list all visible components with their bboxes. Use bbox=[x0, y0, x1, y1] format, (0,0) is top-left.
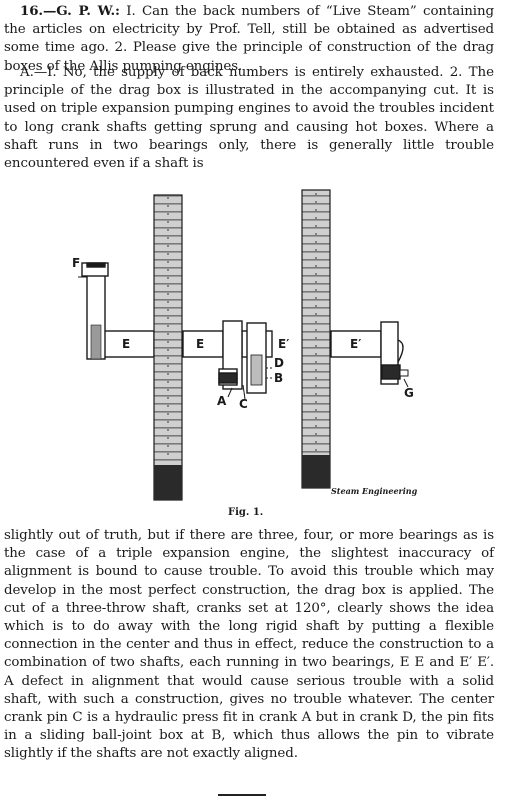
label-a: A bbox=[217, 394, 227, 408]
right-flywheel bbox=[301, 189, 331, 489]
label-c: C bbox=[239, 397, 248, 411]
label-f: F bbox=[72, 256, 80, 270]
drag-box-illustration: F E E E′ E′ D B A C G bbox=[72, 189, 414, 501]
end-rule bbox=[218, 794, 266, 796]
figure-credit: Steam Engineering bbox=[331, 486, 418, 496]
crank-g bbox=[380, 321, 409, 385]
answer-paragraph: A.—I. No, the supply of back numbers is … bbox=[4, 65, 494, 172]
label-e-prime-inner: E′ bbox=[278, 337, 289, 351]
question-paragraph: 16.—G. P. W.: I. Can the back numbers of… bbox=[4, 2, 494, 76]
left-flywheel bbox=[153, 194, 183, 501]
crank-f bbox=[78, 262, 109, 360]
crank-d bbox=[246, 322, 274, 394]
crank-a bbox=[218, 320, 243, 390]
label-g: G bbox=[404, 386, 414, 400]
label-b: B bbox=[274, 371, 283, 385]
label-d: D bbox=[274, 356, 284, 370]
leader-lines bbox=[227, 378, 409, 400]
label-e-inner: E bbox=[196, 337, 204, 351]
drag-box-figure: F E E E′ E′ D B A C G Steam Engineering … bbox=[58, 185, 428, 525]
question-text: I. Can the back numbers of “Live Steam” … bbox=[4, 4, 494, 74]
label-e-left: E bbox=[122, 337, 130, 351]
question-number: 16.—G. P. W.: bbox=[20, 3, 120, 19]
figure-caption: Fig. 1. bbox=[228, 507, 264, 518]
continuation-paragraph: slightly out of truth, but if there are … bbox=[4, 528, 494, 762]
label-e-prime-right: E′ bbox=[350, 337, 361, 351]
